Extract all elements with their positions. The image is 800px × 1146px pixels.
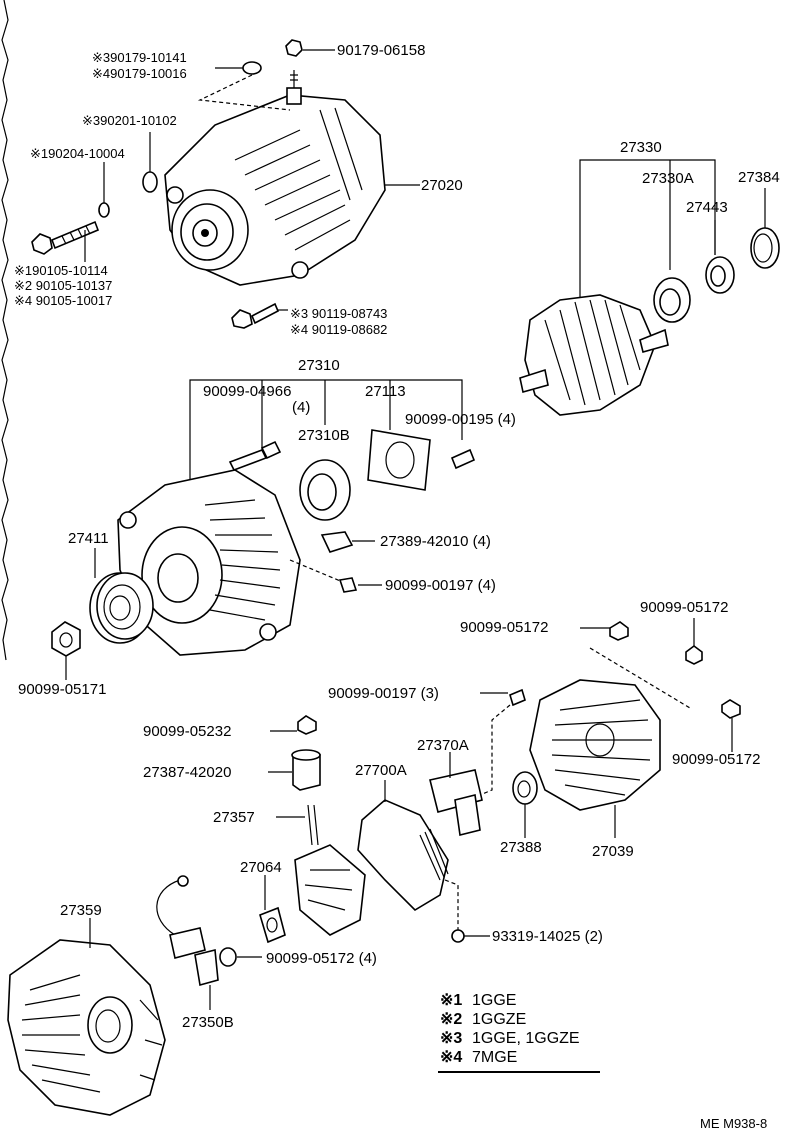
rectifier-end-frame-icon <box>529 679 661 811</box>
legend-text-3: 1GGE, 1GGZE <box>472 1030 580 1047</box>
label-90099-05232: 90099-05232 <box>143 723 231 740</box>
stud-bolt-icon <box>228 440 282 472</box>
label-90179-10141: ※390179-10141 <box>92 50 187 65</box>
label-27064: 27064 <box>240 859 282 876</box>
label-27350B: 27350B <box>182 1014 234 1031</box>
pulley-icon <box>89 572 154 644</box>
label-90179-06158: 90179-06158 <box>337 42 425 59</box>
label-90099-05172-c: 90099-05172 <box>672 751 760 768</box>
label-27700A: 27700A <box>355 762 407 779</box>
label-27330A: 27330A <box>642 170 694 187</box>
label-90099-04966-qty: (4) <box>292 399 310 416</box>
label-90099-05172-b: 90099-05172 <box>460 619 548 636</box>
brush-holder-cover-icon <box>291 749 321 791</box>
bearing-icon <box>653 277 691 323</box>
washer-icon <box>142 171 158 193</box>
insulator-icon <box>259 906 286 944</box>
screw-icon <box>450 448 476 470</box>
legend-mark-1: ※1 <box>440 992 462 1009</box>
nut-icon <box>685 645 703 665</box>
brush-holder-icon <box>294 804 366 936</box>
label-27020: 27020 <box>421 177 463 194</box>
retainer-plate-icon <box>367 429 431 491</box>
torn-edge <box>1 0 9 661</box>
label-27411: 27411 <box>68 530 109 547</box>
label-90201-10102: ※390201-10102 <box>82 113 177 128</box>
label-90204-10004: ※190204-10004 <box>30 146 125 161</box>
drive-end-frame-icon <box>117 469 301 656</box>
legend: ※1 1GGE ※2 1GGZE ※3 1GGE, 1GGZE ※4 7MGE <box>440 992 580 1066</box>
label-27113: 27113 <box>365 383 406 400</box>
label-93319-14025: 93319-14025 (2) <box>492 928 603 945</box>
legend-text-2: 1GGZE <box>472 1011 526 1028</box>
label-27359: 27359 <box>60 902 102 919</box>
label-27384: 27384 <box>738 169 780 186</box>
bolt-icon <box>31 220 100 255</box>
legend-mark-4: ※4 <box>440 1049 462 1066</box>
label-27370A: 27370A <box>417 737 469 754</box>
label-90099-05172-4: 90099-05172 (4) <box>266 950 377 967</box>
label-27310: 27310 <box>298 357 340 374</box>
nut-icon <box>51 621 81 657</box>
label-27330: 27330 <box>620 139 662 156</box>
washer-icon <box>242 61 262 75</box>
cover-bush-icon <box>320 531 354 553</box>
label-90099-05172-a: 90099-05172 <box>640 599 728 616</box>
retainer-icon <box>705 256 735 294</box>
legend-mark-2: ※2 <box>440 1011 462 1028</box>
label-90105-10017: ※4 90105-10017 <box>14 293 112 308</box>
legend-text-4: 7MGE <box>472 1049 517 1066</box>
label-27039: 27039 <box>592 843 634 860</box>
label-90099-00195: 90099-00195 (4) <box>405 411 516 428</box>
washer-icon <box>98 202 110 218</box>
label-90105-10137: ※2 90105-10137 <box>14 278 112 293</box>
condenser-icon <box>156 875 219 987</box>
nut-icon <box>721 699 741 719</box>
label-27387-42020: 27387-42020 <box>143 764 231 781</box>
nut-icon <box>285 39 303 57</box>
label-90099-04966: 90099-04966 <box>203 383 291 400</box>
label-27357: 27357 <box>213 809 255 826</box>
label-27310B: 27310B <box>298 427 350 444</box>
label-90105-10114: ※190105-10114 <box>14 263 108 278</box>
label-90119-08743: ※3 90119-08743 <box>290 306 387 321</box>
terminal-insulator-icon <box>429 769 483 836</box>
label-27389-42010: 27389-42010 (4) <box>380 533 491 550</box>
label-90099-00197-3: 90099-00197 (3) <box>328 685 439 702</box>
screw-icon <box>451 929 465 943</box>
alternator-assembly-icon <box>164 70 386 286</box>
bearing-icon <box>299 459 351 521</box>
bolt-icon <box>231 302 280 329</box>
label-27443: 27443 <box>686 199 728 216</box>
rotor-icon <box>519 294 669 416</box>
nut-icon <box>609 621 629 641</box>
nut-icon <box>297 715 317 735</box>
legend-mark-3: ※3 <box>440 1030 462 1047</box>
cover-icon <box>750 227 780 269</box>
label-90099-05171: 90099-05171 <box>18 681 106 698</box>
label-90099-00197-4: 90099-00197 (4) <box>385 577 496 594</box>
footer-code: ME M938-8 <box>700 1116 767 1131</box>
bearing-icon <box>512 771 538 805</box>
nut-icon <box>219 947 237 967</box>
label-90119-08682: ※4 90119-08682 <box>290 322 387 337</box>
voltage-regulator-icon <box>357 799 449 912</box>
screw-icon <box>338 577 358 593</box>
screw-icon <box>509 688 526 707</box>
label-90179-10016: ※490179-10016 <box>92 66 187 81</box>
legend-text-1: 1GGE <box>472 992 516 1009</box>
rear-end-cover-icon <box>7 939 166 1116</box>
label-27388: 27388 <box>500 839 542 856</box>
